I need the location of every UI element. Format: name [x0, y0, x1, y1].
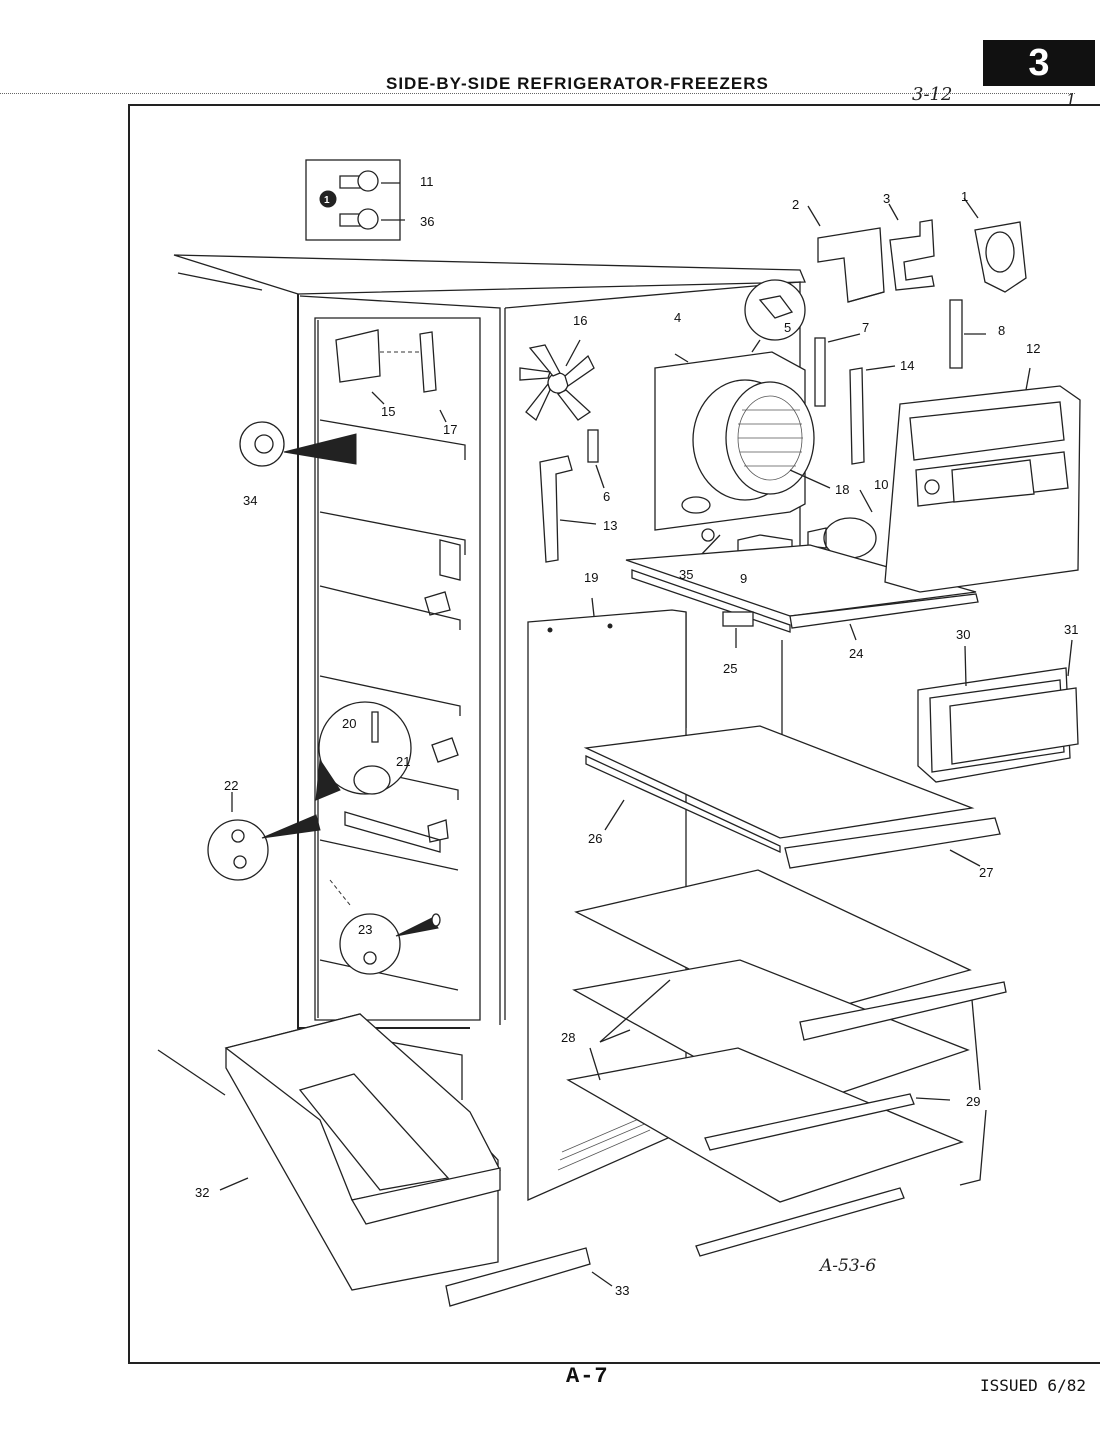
callout-23: 23: [358, 922, 372, 937]
callout-17: 17: [443, 422, 457, 437]
fan-motor-detail: [744, 279, 806, 353]
callout-8: 8: [998, 323, 1005, 338]
callout-14: 14: [900, 358, 914, 373]
slide-rail: [445, 1247, 613, 1307]
issue-date: ISSUED 6/82: [980, 1376, 1086, 1395]
callout-3: 3: [883, 191, 890, 206]
callout-5: 5: [784, 320, 791, 335]
callout-26: 26: [588, 831, 602, 846]
callout-32: 32: [195, 1185, 209, 1200]
page-label: A-7: [566, 1364, 609, 1389]
callout-16: 16: [573, 313, 587, 328]
callout-33: 33: [615, 1283, 629, 1298]
upper-shelf: [625, 544, 979, 648]
callout-1: 1: [961, 189, 968, 204]
bracket-13-and-spacer-6: [539, 429, 605, 563]
callout-13: 13: [603, 518, 617, 533]
callout-24: 24: [849, 646, 863, 661]
callout-15: 15: [381, 404, 395, 419]
detail-bubbles: [207, 329, 447, 975]
callout-6: 6: [603, 489, 610, 504]
bracket-parts: [807, 197, 1027, 303]
callout-30: 30: [956, 627, 970, 642]
callout-28: 28: [561, 1030, 575, 1045]
callout-20: 20: [342, 716, 356, 731]
callout-4: 4: [674, 310, 681, 325]
callout-27: 27: [979, 865, 993, 880]
callout-9: 9: [740, 571, 747, 586]
callout-31: 31: [1064, 622, 1078, 637]
callout-12: 12: [1026, 341, 1040, 356]
cabinet-shell: [157, 254, 806, 1100]
header-rule: [0, 93, 1075, 94]
diagram-frame: [128, 104, 1100, 1364]
callout-34: 34: [243, 493, 257, 508]
callout-7: 7: [862, 320, 869, 335]
callout-36: 36: [420, 214, 434, 229]
strip-parts: [814, 299, 986, 465]
svg-text:1: 1: [324, 195, 330, 206]
callout-29: 29: [966, 1094, 980, 1109]
callout-11: 11: [420, 174, 434, 189]
callout-19: 19: [584, 570, 598, 585]
handwritten-reference: 3-12: [912, 84, 953, 105]
callout-25: 25: [723, 661, 737, 676]
callout-22: 22: [224, 778, 238, 793]
fan-blade: [519, 339, 595, 422]
switch-inset: 1: [305, 159, 405, 241]
callout-10: 10: [874, 477, 888, 492]
callout-35: 35: [679, 567, 693, 582]
fan-shroud-assembly: [654, 351, 831, 542]
callout-2: 2: [792, 197, 799, 212]
lower-shelves: [566, 869, 1007, 1257]
page-title: SIDE-BY-SIDE REFRIGERATOR-FREEZERS: [386, 74, 769, 93]
section-badge: 3: [983, 40, 1095, 86]
callout-21: 21: [396, 754, 410, 769]
control-housing: [884, 367, 1081, 593]
drawing-code: A-53-6: [820, 1256, 877, 1276]
handwritten-mark: 1: [1066, 90, 1077, 109]
callout-18: 18: [835, 482, 849, 497]
crisper-pan: [219, 1013, 501, 1291]
cover-assembly: [917, 639, 1079, 783]
callout-labels: 1 2 3 4 5 6 7 8 9 10 11 12 13 14 15 16 1…: [195, 174, 1078, 1298]
middle-shelf: [583, 725, 1001, 869]
